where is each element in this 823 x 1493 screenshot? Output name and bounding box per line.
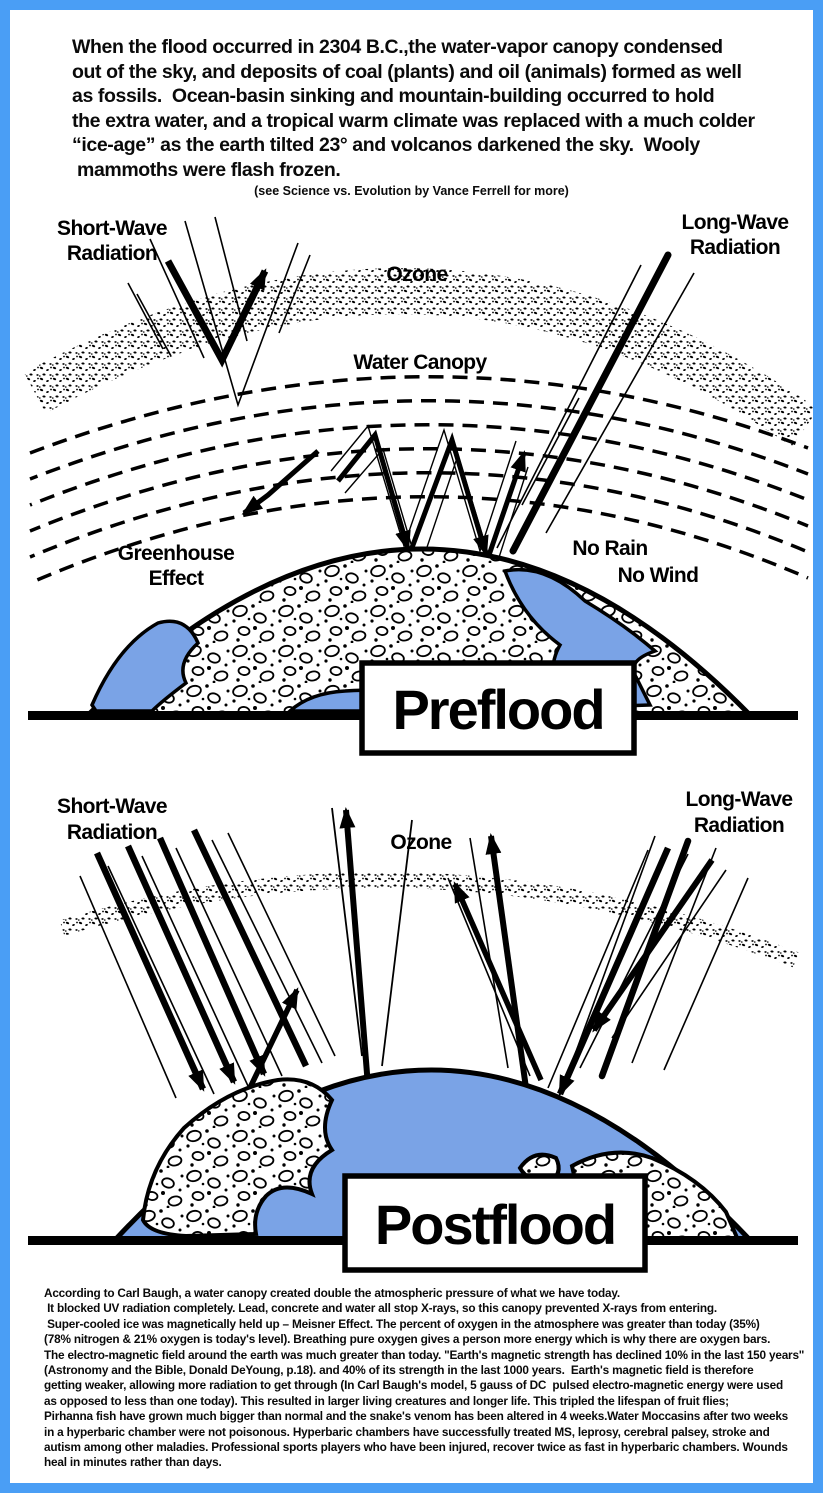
preflood-title: Preflood — [392, 678, 603, 741]
short-wave-label: Short-Wave — [57, 795, 167, 818]
page-background: When the flood occurred in 2304 B.C.,the… — [10, 10, 813, 1483]
greenhouse-zigzag-arrows — [241, 424, 529, 576]
water-canopy-band — [29, 375, 809, 585]
greenhouse-label: Effect — [149, 567, 204, 590]
long-wave-up-arrows — [244, 807, 544, 1096]
long-wave-label: Long-Wave — [682, 211, 789, 234]
greenhouse-label: Greenhouse — [118, 542, 235, 565]
intro-paragraph: When the flood occurred in 2304 B.C.,the… — [72, 36, 755, 181]
short-wave-arrow — [127, 216, 311, 408]
no-rain-label: No Rain — [572, 537, 647, 560]
short-wave-label: Radiation — [67, 821, 157, 844]
long-wave-label: Long-Wave — [686, 788, 793, 811]
ozone-label: Ozone — [390, 831, 451, 854]
no-wind-label: No Wind — [618, 564, 699, 587]
postflood-title: Postflood — [375, 1193, 615, 1256]
ozone-label: Ozone — [386, 263, 447, 286]
long-wave-ray-right — [569, 835, 749, 1080]
ozone-band — [59, 872, 799, 968]
postflood-labels: Short-Wave Radiation Long-Wave Radiation… — [57, 788, 793, 854]
long-wave-label: Radiation — [694, 814, 784, 837]
preflood-labels: Short-Wave Radiation Long-Wave Radiation… — [57, 211, 789, 590]
short-wave-label: Short-Wave — [57, 217, 167, 240]
citation-line: (see Science vs. Evolution by Vance Ferr… — [254, 184, 569, 198]
footer-paragraph: According to Carl Baugh, a water canopy … — [44, 1286, 805, 1470]
postflood-title-box: Postflood — [342, 1173, 648, 1273]
preflood-title-box: Preflood — [359, 660, 637, 756]
long-wave-label: Radiation — [690, 236, 780, 259]
short-wave-label: Radiation — [67, 242, 157, 265]
long-wave-ray — [496, 251, 695, 555]
postflood-diagram: Short-Wave Radiation Long-Wave Radiation… — [28, 788, 799, 1273]
preflood-diagram: Short-Wave Radiation Long-Wave Radiation… — [24, 211, 813, 756]
ozone-band — [24, 268, 813, 447]
short-wave-rays — [79, 828, 336, 1099]
water-canopy-label: Water Canopy — [353, 351, 487, 374]
